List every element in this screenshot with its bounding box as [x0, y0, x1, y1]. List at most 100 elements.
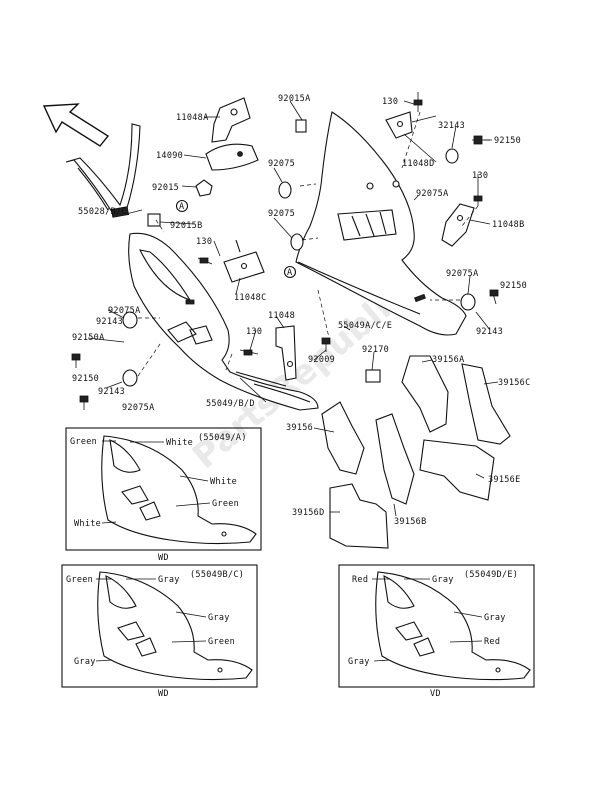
heat-shield-39156D: [329, 483, 389, 549]
label-92015A: 92015A: [278, 94, 311, 104]
callout-A-left: A: [175, 199, 189, 213]
label-32143: 32143: [438, 121, 465, 131]
label-39156A: 39156A: [432, 355, 465, 365]
color-box-55049A: (55049/A) WD Green White White Green Whi…: [65, 427, 262, 563]
leader-lines: [87, 100, 499, 517]
grommet-92075A-bottom: [122, 369, 138, 387]
label-92075a: 92075: [268, 159, 295, 169]
screw-92150-right: [489, 289, 499, 305]
screw-130-lower: [239, 349, 259, 356]
color-box-footer: WD: [158, 553, 169, 563]
label-39156: 39156: [286, 423, 313, 433]
label-92075Ad: 92075A: [446, 269, 479, 279]
bracket-11048A: [211, 97, 251, 143]
heat-shield-39156B: [375, 413, 415, 505]
color-box-title: (55049D/E): [464, 570, 518, 580]
color-label: Gray: [74, 657, 96, 667]
color-label: Gray: [348, 657, 370, 667]
color-label: White: [210, 477, 237, 487]
label-92075Aa: 92075A: [108, 306, 141, 316]
label-92075Ab: 92075A: [122, 403, 155, 413]
label-92143a: 92143: [96, 317, 123, 327]
screw-130-right: [473, 186, 483, 206]
color-label: Gray: [484, 613, 506, 623]
direction-arrow-icon: [42, 103, 110, 147]
color-box-55049DE: (55049D/E) VD Red Gray Gray Red Gray: [338, 564, 535, 699]
label-130d: 130: [246, 327, 262, 337]
label-92075Ac: 92075A: [416, 189, 449, 199]
heat-shield-39156E: [419, 439, 495, 501]
label-11048B: 11048B: [492, 220, 525, 230]
color-box-title: (55049/A): [198, 433, 247, 443]
bracket-11048B: [441, 203, 475, 247]
label-39156C: 39156C: [498, 378, 531, 388]
bracket-11048: [275, 325, 297, 381]
nut-92170: [365, 369, 381, 383]
bracket-11048C: [223, 239, 265, 283]
color-box-footer: WD: [158, 689, 169, 699]
label-11048Da: 11048D: [402, 159, 435, 169]
svg-text:A: A: [179, 202, 184, 212]
label-92143c: 92143: [476, 327, 503, 337]
color-label: Red: [352, 575, 368, 585]
label-11048: 11048: [268, 311, 295, 321]
color-box-footer: VD: [430, 689, 441, 699]
color-label: Red: [484, 637, 500, 647]
label-92143b: 92143: [98, 387, 125, 397]
color-label: Gray: [432, 575, 454, 585]
label-92170: 92170: [362, 345, 389, 355]
heat-shield-39156C: [461, 363, 511, 445]
color-box-55049BC: (55049B/C) WD Green Gray Gray Green Gray: [61, 564, 258, 699]
callout-A-right: A: [283, 265, 297, 279]
label-130a: 130: [196, 237, 212, 247]
screw-130-left: [197, 257, 213, 265]
grommet-92075A-right: [460, 293, 476, 311]
label-39156E: 39156E: [488, 475, 521, 485]
guide-lines: [137, 111, 479, 377]
label-39156B: 39156B: [394, 517, 427, 527]
color-label: Green: [208, 637, 235, 647]
color-label: Gray: [158, 575, 180, 585]
heat-shield-39156A: [401, 355, 449, 433]
upper-cowl-right: [295, 111, 467, 336]
svg-text:A: A: [287, 268, 292, 278]
color-label: White: [166, 438, 193, 448]
label-39156D: 39156D: [292, 508, 325, 518]
label-92150Aa: 92150A: [72, 333, 105, 343]
windshield: [65, 123, 141, 218]
screw-130-top: [413, 92, 423, 112]
color-label: Gray: [208, 613, 230, 623]
bracket-14090: [205, 143, 259, 171]
screw-92150A: [71, 353, 81, 368]
label-92150a: 92150: [72, 374, 99, 384]
label-11048A: 11048A: [176, 113, 209, 123]
screw-92150-left: [79, 395, 89, 410]
damper-32143: [445, 148, 459, 164]
upper-cowl-left: [128, 232, 319, 411]
label-14090: 14090: [156, 151, 183, 161]
bolt-92015: [195, 179, 213, 197]
grommet-92075A-left: [122, 311, 138, 329]
label-92150c: 92150: [500, 281, 527, 291]
color-label: Green: [70, 437, 97, 447]
label-55028: 55028/B/C: [78, 207, 127, 217]
grommet-92075-upper: [278, 181, 292, 199]
color-box-title: (55049B/C): [190, 570, 244, 580]
label-92015: 92015: [152, 183, 179, 193]
color-label: White: [74, 519, 101, 529]
grommet-92075-lower: [290, 233, 304, 251]
label-55049B: 55049/B/D: [206, 399, 255, 409]
part-labels: 11048A 14090 92015 55028/B/C 92015B 130 …: [72, 94, 531, 527]
heat-shield-39156: [321, 401, 365, 475]
bracket-11048D: [385, 111, 413, 139]
clip-92015B: [147, 213, 161, 227]
color-label: Green: [212, 499, 239, 509]
color-label: Green: [66, 575, 93, 585]
label-55049A: 55049A/C/E: [338, 321, 392, 331]
label-92009: 92009: [308, 355, 335, 365]
clip-92015A: [295, 119, 307, 133]
label-92015B: 92015B: [170, 221, 203, 231]
label-130b: 130: [382, 97, 398, 107]
label-11048C: 11048C: [234, 293, 267, 303]
